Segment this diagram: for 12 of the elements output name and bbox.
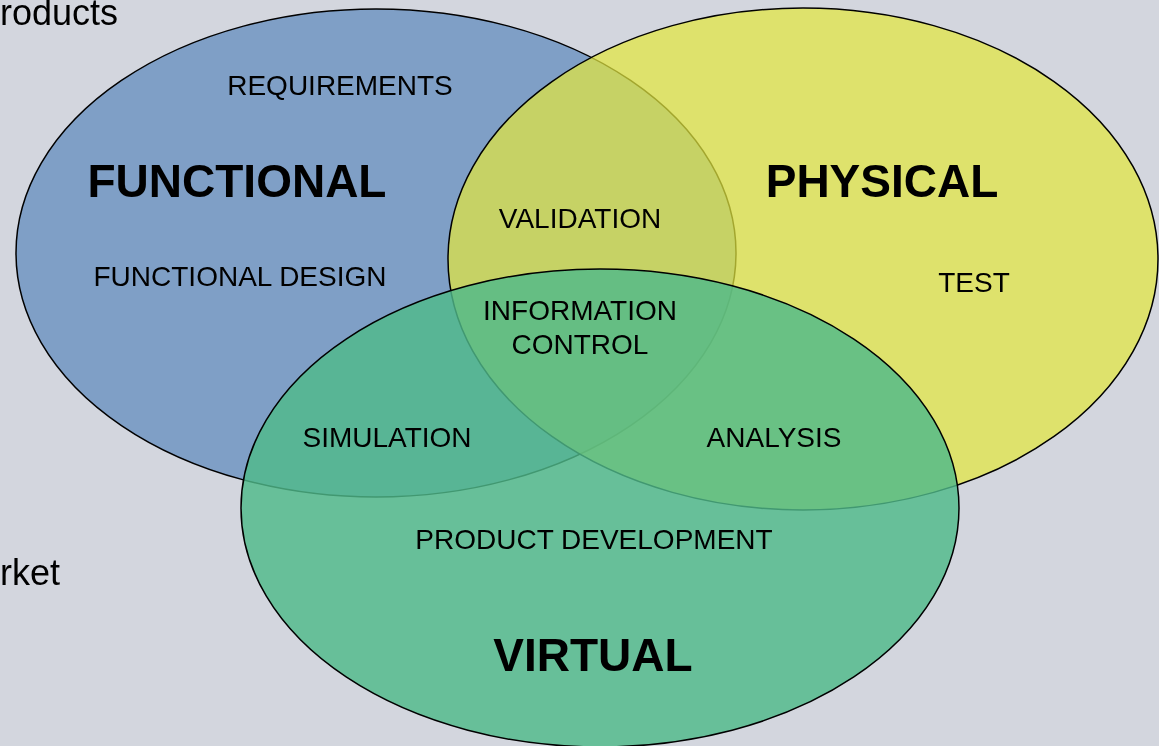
overlap-label: VALIDATION bbox=[497, 202, 663, 236]
set-title: FUNCTIONAL bbox=[87, 155, 387, 207]
set-title: VIRTUAL bbox=[493, 629, 693, 681]
region-label: TEST bbox=[938, 266, 1010, 300]
cut-off-text: rket bbox=[0, 552, 60, 594]
overlap-label: SIMULATION bbox=[301, 421, 473, 455]
region-label: FUNCTIONAL DESIGN bbox=[93, 260, 387, 294]
region-label: PRODUCT DEVELOPMENT bbox=[415, 523, 773, 557]
overlap-label: ANALYSIS bbox=[705, 421, 843, 455]
region-label: REQUIREMENTS bbox=[227, 69, 453, 103]
overlap-label: INFORMATION CONTROL bbox=[482, 294, 678, 362]
set-title: PHYSICAL bbox=[765, 155, 999, 207]
